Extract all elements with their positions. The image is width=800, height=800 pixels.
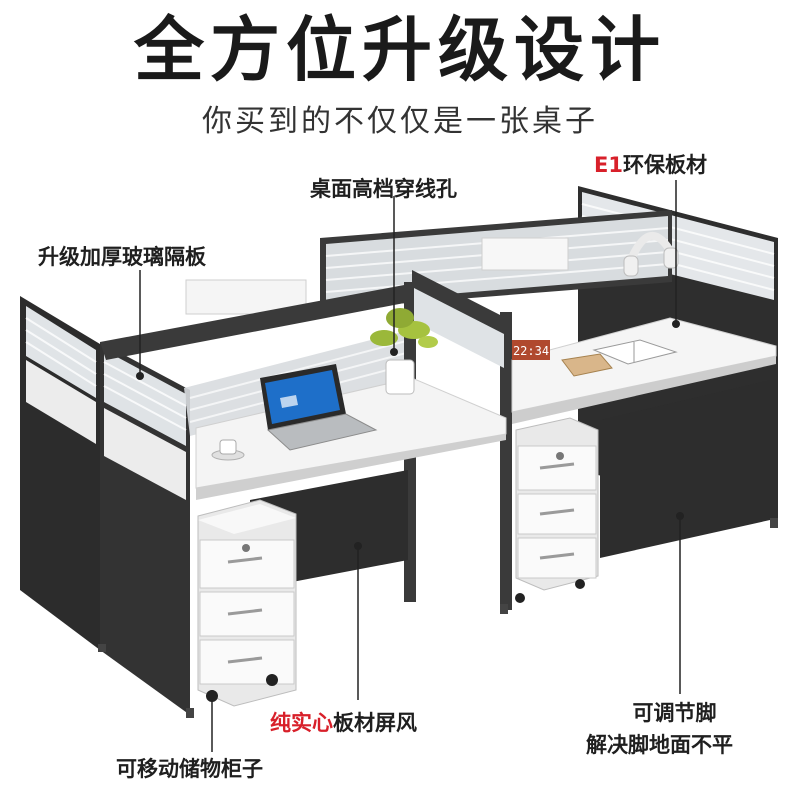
right-desk [511,317,777,558]
left-mobile-cabinet [197,499,297,707]
adjustable-feet [98,518,778,718]
callout-e1-board: E1环保板材 [594,152,707,178]
digital-clock-icon: 22:34 [512,340,550,360]
callout-adjustable-line1: 可调节脚 [632,701,717,725]
callout-adjustable-line2: 解决脚地面不平 [586,733,733,757]
callout-leaders [136,180,684,752]
callout-e1-rest: 环保板材 [622,153,707,177]
book-icon [561,339,678,377]
laptop-icon [260,364,378,451]
headphones-icon [623,231,679,277]
right-mobile-cabinet [515,417,599,603]
left-end-panel [20,296,100,650]
front-left-divider [100,342,190,715]
callout-e1-prefix: E1 [594,153,623,177]
callout-solid-prefix: 纯实心 [270,711,333,735]
callout-glass-panel: 升级加厚玻璃隔板 [38,245,206,269]
subheadline: 你买到的不仅仅是一张桌子 [202,104,598,139]
plant-icon [370,308,438,395]
callout-solid-screen: 纯实心板材屏风 [270,710,417,736]
callout-cable-hole: 桌面高档穿线孔 [310,177,457,201]
headline: 全方位升级设计 [134,9,666,91]
callout-solid-rest: 板材屏风 [333,711,417,735]
callout-adjustable-feet: 可调节脚 解决脚地面不平 [586,700,733,758]
callout-mobile-cabinet: 可移动储物柜子 [116,757,263,781]
clock-readout: 22:34 [513,344,549,358]
coffee-cup-icon [211,439,245,461]
